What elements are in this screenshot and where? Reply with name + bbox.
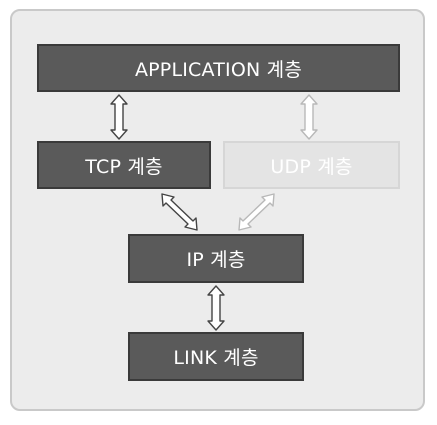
application-layer-box: APPLICATION 계층 [37,44,400,92]
app-tcp-arrow [110,94,128,140]
link-layer-label: LINK 계층 [173,347,259,369]
udp-ip-arrow [238,193,275,231]
udp-layer-box: UDP 계층 [223,141,400,189]
ip-link-arrow [207,285,225,331]
tcp-ip-arrow [161,193,198,231]
application-layer-label: APPLICATION 계층 [134,58,303,81]
tcp-layer-label: TCP 계층 [85,155,163,178]
ip-layer-label: IP 계층 [186,249,246,271]
udp-layer-label: UDP 계층 [270,155,353,178]
ip-layer-box: IP 계층 [128,234,304,283]
tcp-layer-box: TCP 계층 [37,141,211,189]
link-layer-box: LINK 계층 [128,332,304,381]
app-udp-arrow [300,94,318,140]
